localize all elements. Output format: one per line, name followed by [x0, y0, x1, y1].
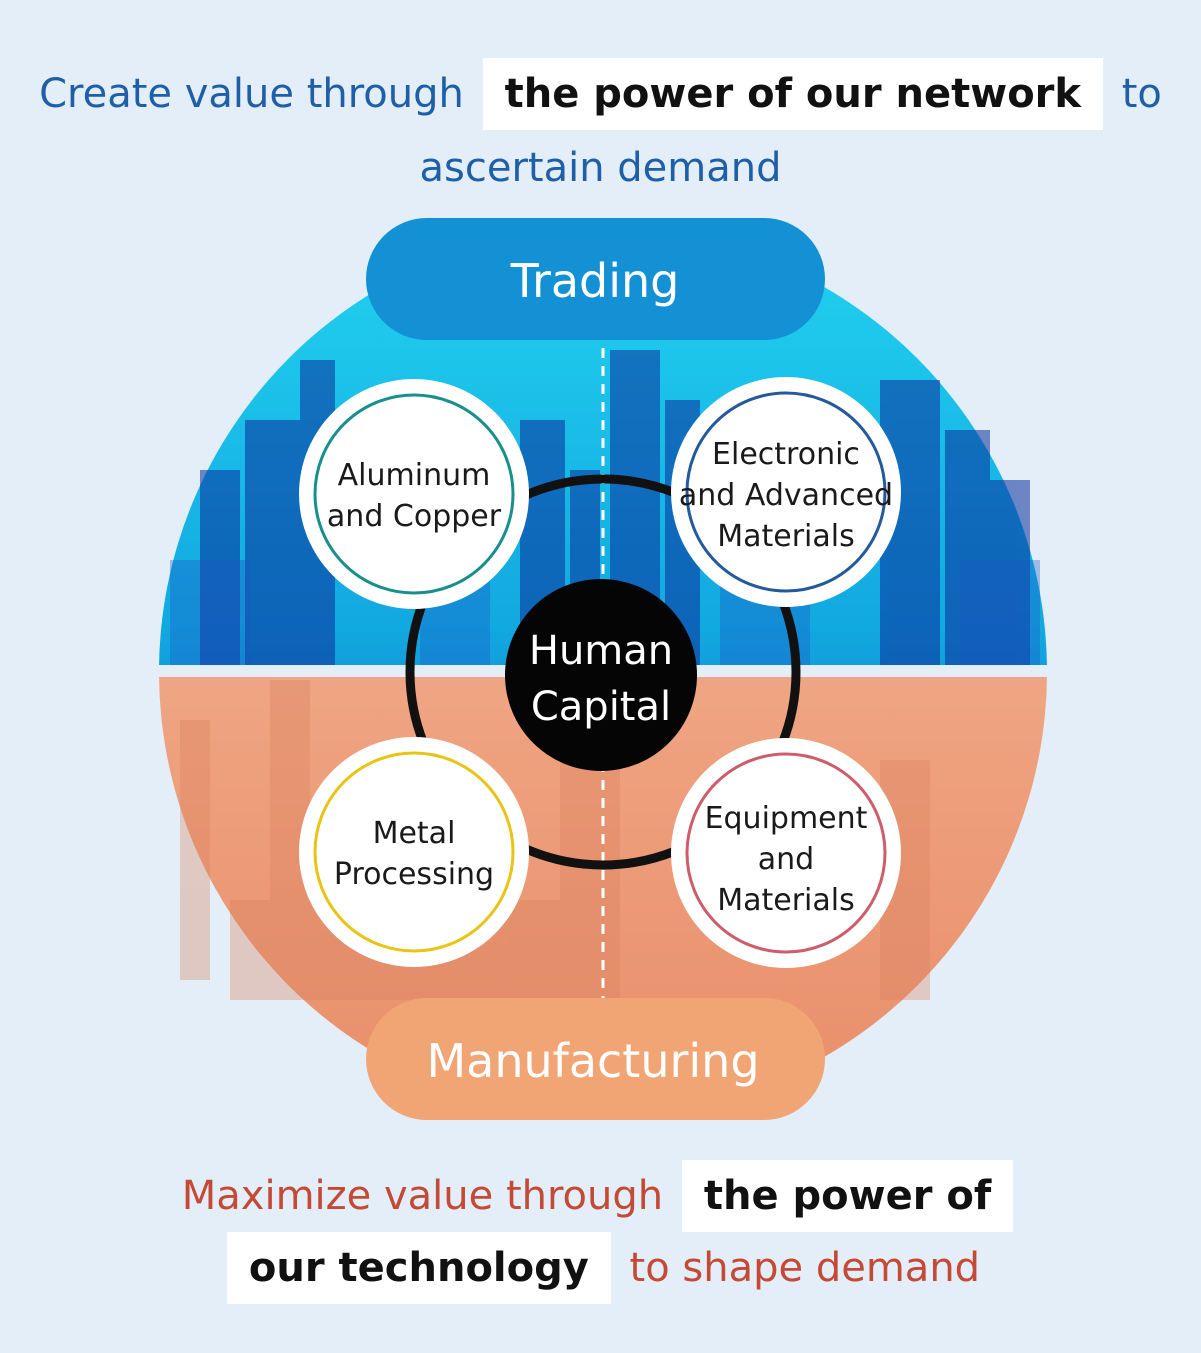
- manufacturing-pill: Manufacturing: [366, 998, 825, 1120]
- node-ring: [685, 391, 887, 593]
- node-label-line: Electronic: [712, 437, 860, 472]
- bottom-headline-text: Maximize value through: [181, 1173, 664, 1219]
- bottom-highlight-2: our technology: [226, 1232, 611, 1304]
- node-label-line: Processing: [334, 857, 494, 892]
- top-headline-line-2: ascertain demand: [0, 148, 1201, 188]
- node-aluminum-copper: Aluminum and Copper: [299, 379, 529, 609]
- node-ring: [313, 393, 515, 595]
- bottom-headline-suffix: to shape demand: [629, 1245, 981, 1291]
- node-label-line: and Advanced: [679, 478, 893, 513]
- manufacturing-label: Manufacturing: [426, 1034, 759, 1088]
- node-label-line: Materials: [717, 883, 855, 918]
- connection-ring: [405, 474, 801, 870]
- trading-label: Trading: [510, 254, 680, 308]
- bottom-headline-line-1: Maximize value through the power of: [0, 1160, 1201, 1232]
- bottom-headline-line-2: our technology to shape demand: [0, 1232, 1201, 1304]
- node-electronic-advanced-materials: Electronic and Advanced Materials: [671, 377, 901, 607]
- top-headline-suffix: to: [1121, 71, 1162, 117]
- center-label-line: Human: [529, 628, 673, 674]
- node-ring: [313, 751, 515, 953]
- center-label-line: Capital: [531, 684, 671, 730]
- bottom-highlight-1: the power of: [681, 1160, 1014, 1232]
- human-capital-center: Human Capital: [505, 579, 697, 771]
- node-ring: [685, 752, 887, 954]
- node-label-line: Equipment: [705, 801, 868, 836]
- node-label-line: and: [758, 842, 814, 877]
- node-label-line: Metal: [373, 816, 456, 851]
- trading-pill: Trading: [366, 218, 825, 340]
- node-label-line: Aluminum: [338, 458, 491, 493]
- node-equipment-materials: Equipment and Materials: [671, 738, 901, 968]
- node-metal-processing: Metal Processing: [299, 737, 529, 967]
- top-headline-line-1: Create value through the power of our ne…: [0, 58, 1201, 130]
- top-headline-continuation: ascertain demand: [419, 145, 782, 191]
- top-highlight: the power of our network: [482, 58, 1103, 130]
- node-label-line: and Copper: [327, 499, 502, 534]
- top-headline-text: Create value through: [39, 71, 464, 117]
- node-label-line: Materials: [717, 519, 855, 554]
